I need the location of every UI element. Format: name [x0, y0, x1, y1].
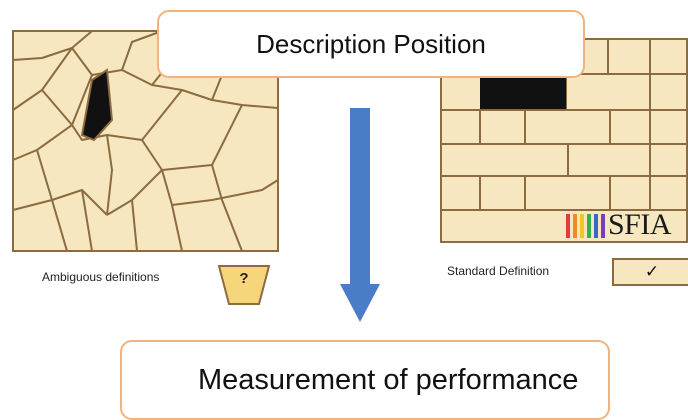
description-position-label: Description Position	[256, 28, 486, 59]
measurement-of-performance-box: Measurement of performance	[120, 340, 610, 420]
description-position-box: Description Position	[157, 10, 585, 78]
ambiguous-definitions-caption: Ambiguous definitions	[42, 270, 160, 284]
question-tag-icon	[217, 265, 271, 305]
checkmark-box: ✓	[612, 258, 688, 286]
sfia-logo-text: SFIA	[608, 208, 672, 241]
standard-definition-caption: Standard Definition	[447, 264, 550, 278]
checkmark-icon: ✓	[644, 262, 660, 281]
measurement-of-performance-label: Measurement of performance	[198, 364, 579, 396]
down-arrow-icon	[340, 108, 380, 322]
sfia-logo-stripes	[566, 214, 605, 238]
question-mark-icon: ?	[239, 270, 249, 287]
